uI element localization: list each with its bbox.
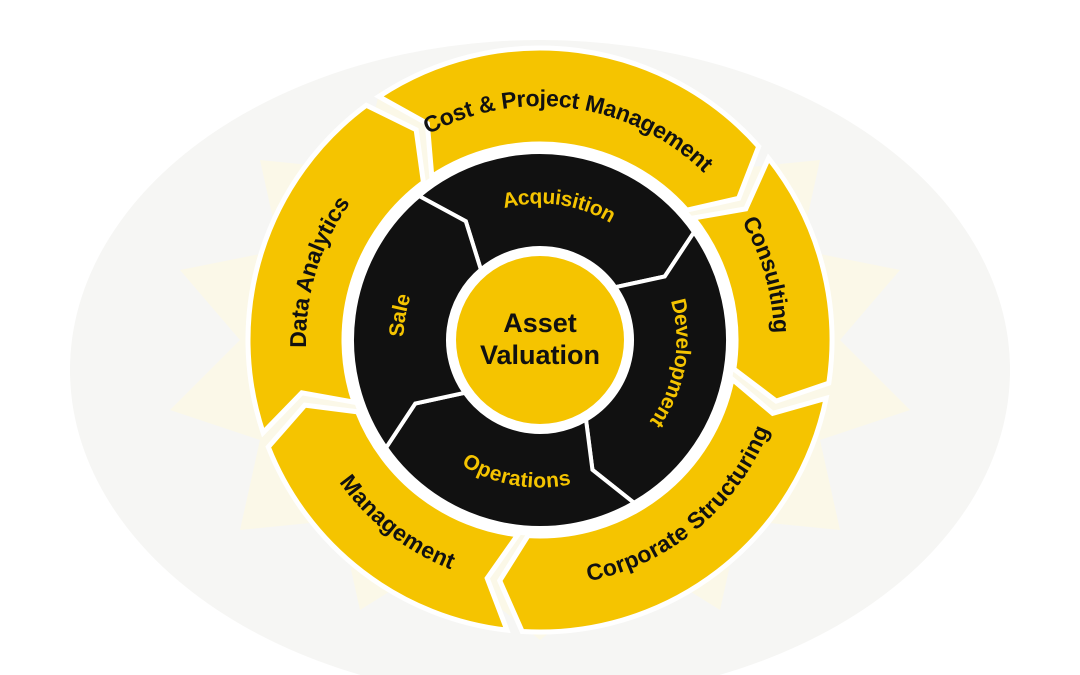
inner-ring [350,150,730,530]
center-node: Asset Valuation [448,248,632,432]
center-title-line1: Asset [503,308,577,338]
center-title-line2: Valuation [480,340,600,370]
